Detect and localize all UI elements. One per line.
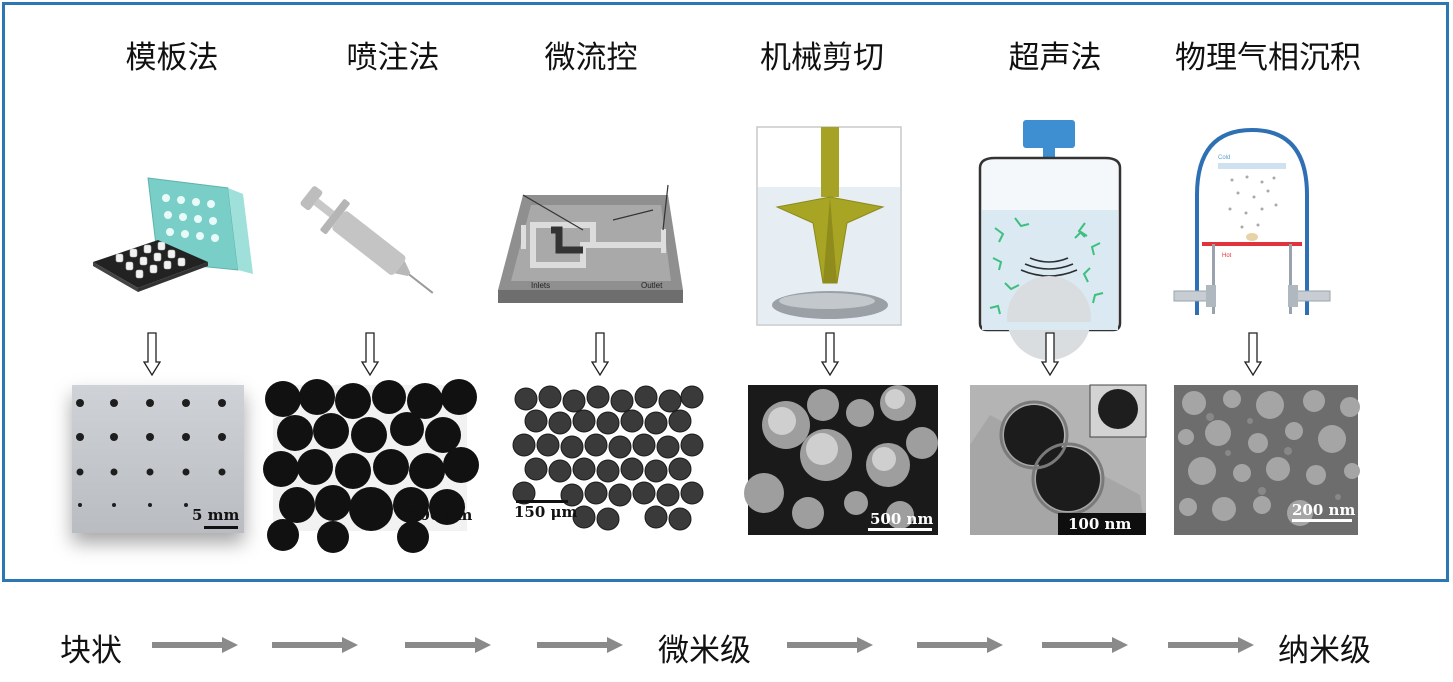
flow-arrow-3 <box>405 637 491 653</box>
scale-bar-label-6: 200 nm <box>1292 501 1356 519</box>
scale-bar-label-1: 5 mm <box>192 506 240 524</box>
down-arrow-5 <box>1040 332 1060 377</box>
title-pvd: 物理气相沉积 <box>1175 40 1361 76</box>
label-outlet: Outlet <box>641 281 663 290</box>
mechanical-shearing-illustration <box>756 126 902 326</box>
title-ultrasonic-method: 超声法 <box>1008 40 1102 76</box>
down-arrow-2 <box>360 332 380 377</box>
ultrasonic-illustration <box>978 120 1122 360</box>
flow-arrow-2 <box>272 637 358 653</box>
down-arrow-4 <box>820 332 840 377</box>
down-arrow-3 <box>590 332 610 377</box>
scale-bar-label-3: 150 μm <box>514 503 578 521</box>
flow-arrow-8 <box>1168 637 1254 653</box>
flow-arrow-1 <box>152 637 238 653</box>
flow-arrow-5 <box>787 637 873 653</box>
micrograph-ultrasonic: 100 nm <box>970 384 1147 535</box>
scale-bar-label-5: 100 nm <box>1068 515 1132 533</box>
template-mold-illustration <box>93 177 253 292</box>
down-arrow-6 <box>1243 332 1263 377</box>
size-label-bulk: 块状 <box>60 633 122 669</box>
flow-arrow-4 <box>537 637 623 653</box>
label-hot: Hot <box>1222 253 1232 259</box>
down-arrow-1 <box>142 332 162 377</box>
method-panel-frame <box>2 2 1449 582</box>
syringe-illustration <box>300 186 434 294</box>
title-mechanical-shearing: 机械剪切 <box>760 40 884 76</box>
scale-bar-label-4: 500 nm <box>870 510 934 528</box>
label-cold: Cold <box>1218 155 1230 161</box>
size-label-micron: 微米级 <box>658 633 751 669</box>
microfluidic-chip-illustration: Inlets Outlet <box>498 184 683 303</box>
micrograph-pvd: 200 nm <box>1174 385 1360 535</box>
flow-arrow-6 <box>917 637 1003 653</box>
micrograph-jet: 200 μm <box>263 379 479 553</box>
micrograph-microfluidic: 150 μm <box>512 385 704 531</box>
title-template-method: 模板法 <box>125 40 219 76</box>
micrograph-mechanical-shearing: 500 nm <box>744 385 938 535</box>
flow-arrow-7 <box>1042 637 1128 653</box>
pvd-chamber-illustration: Cold Hot <box>1173 127 1331 315</box>
title-microfluidic: 微流控 <box>544 40 638 76</box>
micrograph-template: 5 mm <box>72 385 244 533</box>
size-label-nano: 纳米级 <box>1278 633 1371 669</box>
scale-bar-label-2: 200 μm <box>409 506 473 524</box>
label-inlets: Inlets <box>531 281 550 290</box>
title-jet-method: 喷注法 <box>346 40 440 76</box>
